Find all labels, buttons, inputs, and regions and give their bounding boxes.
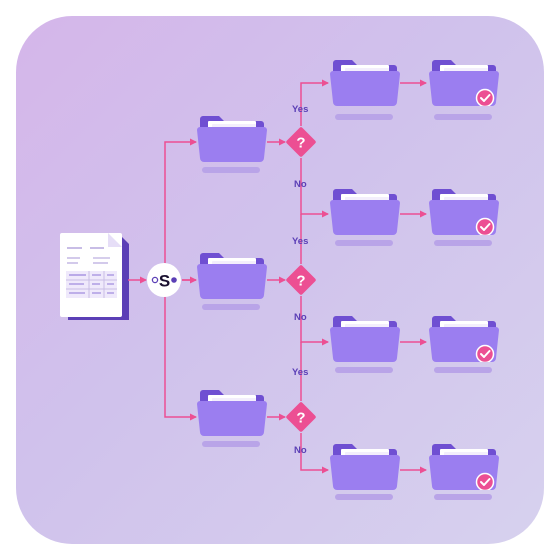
folder-checked <box>429 316 499 373</box>
no-label: No <box>294 312 307 323</box>
folder-icon <box>330 443 400 500</box>
folder-icon <box>330 188 400 246</box>
question-diamond-icon: ? <box>286 402 316 432</box>
folder-icon <box>197 389 267 447</box>
folder-icon <box>197 252 267 310</box>
connectors <box>128 79 427 474</box>
folder-icon <box>330 59 400 120</box>
no-label: No <box>294 445 307 456</box>
yes-label: Yes <box>292 367 308 378</box>
folder-checked <box>429 60 499 120</box>
decision-mark: ? <box>296 135 305 152</box>
decision-mark: ? <box>296 410 305 427</box>
hub-letter: S <box>159 272 170 291</box>
question-diamond-icon: ? <box>286 127 316 157</box>
question-diamond-icon: ? <box>286 265 316 295</box>
hub-node: S <box>147 263 181 297</box>
folder-checked <box>429 444 499 500</box>
yes-label: Yes <box>292 236 308 247</box>
folder-icon <box>197 115 267 173</box>
folder-checked <box>429 189 499 246</box>
yes-label: Yes <box>292 104 308 115</box>
no-label: No <box>294 179 307 190</box>
document-icon <box>60 233 129 320</box>
folder-icon <box>330 315 400 373</box>
decision-mark: ? <box>296 273 305 290</box>
